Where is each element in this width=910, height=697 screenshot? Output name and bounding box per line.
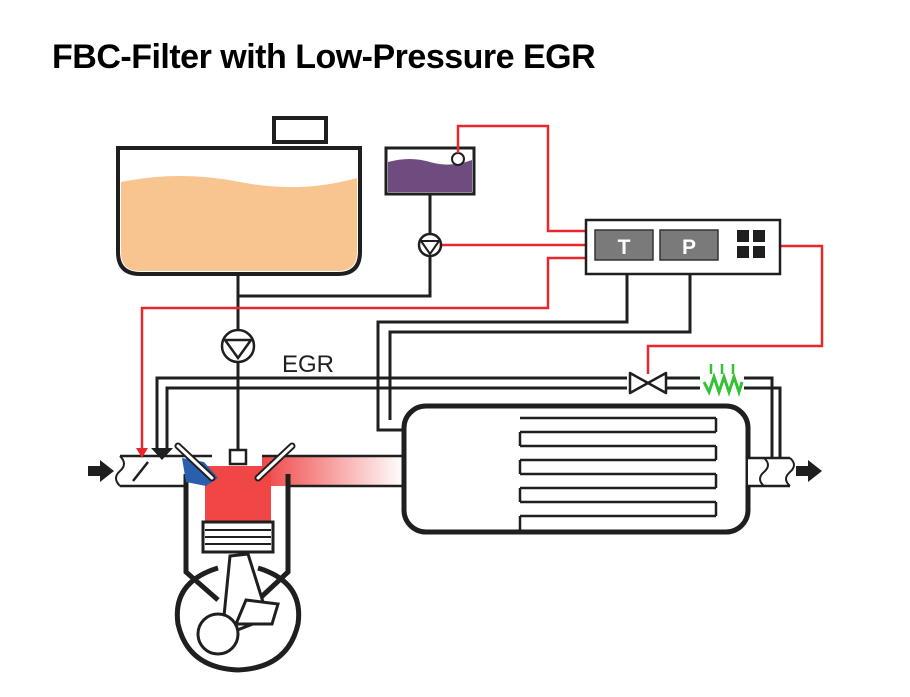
additive-level	[388, 159, 472, 192]
fuel-pump-icon	[220, 328, 256, 364]
dosing-pump-icon	[417, 232, 443, 258]
egr-inlet-arrow-icon	[151, 448, 173, 460]
temperature-sensor-label: T	[618, 236, 631, 259]
engine	[174, 442, 302, 673]
fuel-level	[121, 176, 357, 271]
intake-throttle-icon	[132, 461, 149, 482]
exhaust-pipe	[262, 454, 404, 488]
additive-tank	[384, 146, 476, 196]
particle-filter	[401, 403, 751, 535]
fuel-injector-icon	[228, 448, 248, 466]
throttle-signal-arrow-icon	[136, 448, 148, 458]
fuel-tank	[116, 116, 362, 276]
outlet-arrow-icon	[796, 460, 822, 482]
keypad-icon	[737, 230, 765, 258]
egr-valve-icon	[627, 370, 668, 396]
temperature-sensor-display	[594, 229, 654, 261]
connection-lines	[236, 194, 692, 452]
crankshaft	[196, 612, 240, 656]
fuel-tank-cap	[272, 116, 328, 144]
pressure-sensor-label: P	[682, 236, 696, 259]
filter-channels	[518, 416, 718, 530]
egr-cooler-icon	[700, 364, 744, 397]
level-sensor-icon	[451, 152, 465, 166]
intake-arrow-icon	[88, 460, 114, 482]
outlet-pipe	[748, 456, 795, 488]
egr-label: EGR	[282, 351, 334, 378]
signal-lines	[140, 124, 824, 452]
pressure-sensor-display	[659, 229, 719, 261]
slide-title: FBC-Filter with Low-Pressure EGR	[52, 38, 596, 76]
control-unit: T P	[584, 218, 782, 276]
egr-pipe	[155, 376, 782, 458]
